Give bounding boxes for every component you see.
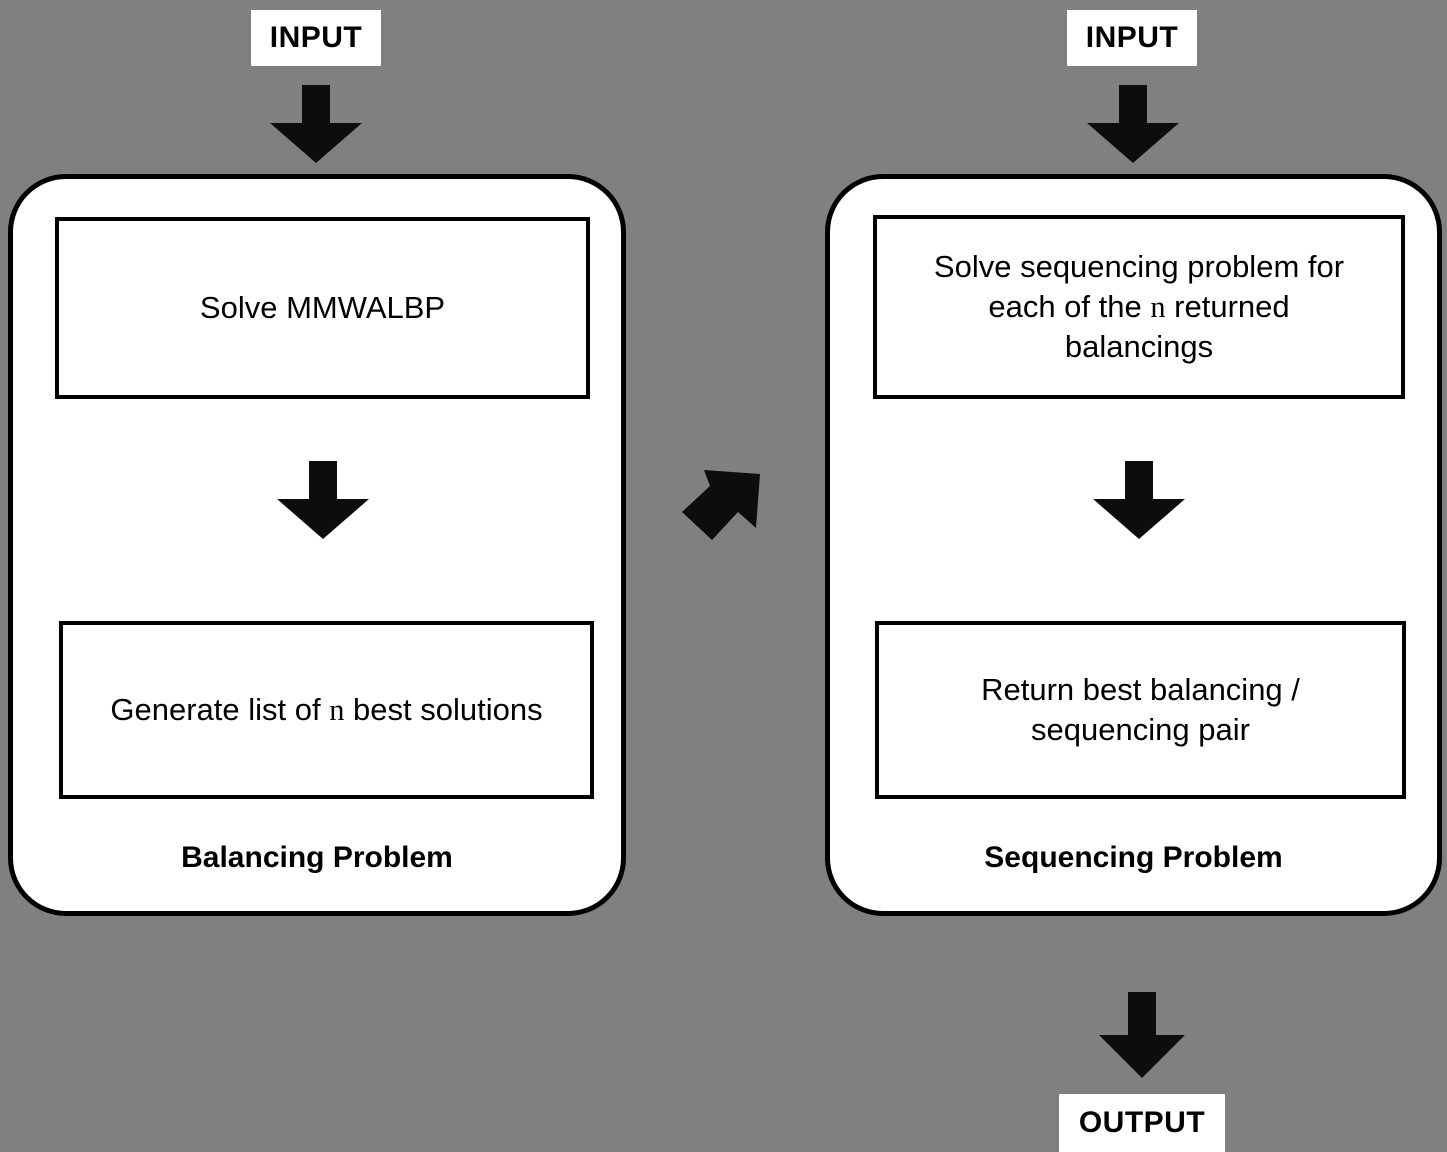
solve-sequencing-line1: Solve sequencing problem for <box>933 249 1345 285</box>
input-label-right-text: INPUT <box>1085 21 1179 54</box>
return-best-pair-line1: Return best balancing / <box>981 672 1300 708</box>
return-best-pair-box: Return best balancing / sequencing pair <box>875 621 1406 799</box>
generate-list-box: Generate list of n best solutions <box>59 621 594 799</box>
input-arrow-left-icon <box>270 85 362 163</box>
generate-list-n-symbol: n <box>329 693 345 728</box>
input-arrow-right-icon <box>1087 85 1179 163</box>
solve-sequencing-box: Solve sequencing problem for each of the… <box>873 215 1405 399</box>
sequencing-problem-caption: Sequencing Problem <box>984 841 1283 874</box>
balancing-problem-panel: Solve MMWALBP Generate list of n best so… <box>8 174 626 916</box>
solve-sequencing-line2-prefix: each of the <box>988 289 1151 325</box>
output-arrow-icon <box>1099 992 1185 1078</box>
solve-sequencing-text: Solve sequencing problem for each of the… <box>924 247 1354 366</box>
input-label-right: INPUT <box>1067 10 1197 66</box>
input-label-left: INPUT <box>251 10 381 66</box>
return-best-pair-text: Return best balancing / sequencing pair <box>971 670 1310 749</box>
solve-sequencing-n-symbol: n <box>1150 290 1166 325</box>
solve-sequencing-line2-suffix: returned <box>1165 289 1290 325</box>
balancing-internal-arrow-icon <box>277 461 369 539</box>
output-label: OUTPUT <box>1059 1094 1225 1152</box>
sequencing-internal-arrow-icon <box>1093 461 1185 539</box>
generate-list-suffix: best solutions <box>344 692 543 728</box>
solve-mmwalbp-box: Solve MMWALBP <box>55 217 590 399</box>
return-best-pair-line2: sequencing pair <box>1031 712 1250 747</box>
sequencing-problem-panel: Solve sequencing problem for each of the… <box>825 174 1442 916</box>
solve-sequencing-line3: balancings <box>1064 328 1214 364</box>
input-label-left-text: INPUT <box>269 21 363 54</box>
generate-list-prefix: Generate list of <box>110 692 330 728</box>
balancing-problem-caption: Balancing Problem <box>181 841 453 874</box>
solve-mmwalbp-text: Solve MMWALBP <box>199 290 446 326</box>
output-label-text: OUTPUT <box>1078 1106 1206 1139</box>
cross-panel-arrow-icon <box>682 470 764 542</box>
generate-list-text: Generate list of n best solutions <box>100 690 552 730</box>
